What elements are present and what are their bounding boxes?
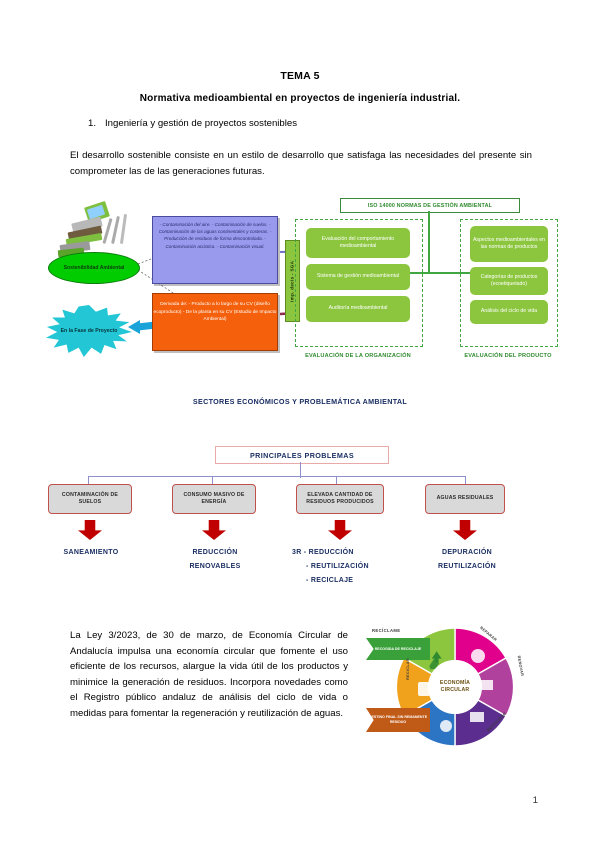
- product-group: [460, 219, 558, 347]
- section-label: Ingeniería y gestión de proyectos sosten…: [105, 118, 298, 129]
- organization-group: [295, 219, 423, 347]
- sectors-title: SECTORES ECONÓMICOS Y PROBLEMÁTICA AMBIE…: [192, 397, 408, 406]
- solution-group-2: 3R - REDUCCIÓN - REUTILIZACIÓN - RECICLA…: [292, 546, 402, 588]
- page-subtitle: Normativa medioambiental en proyectos de…: [139, 93, 461, 104]
- problem-box-0: CONTAMINACIÓN DE SUELOS: [48, 484, 132, 514]
- problem-box-1: CONSUMO MASIVO DE ENERGÍA: [172, 484, 256, 514]
- problem-box-2: ELEVADA CANTIDAD DE RESIDUOS PRODUCIDOS: [296, 484, 384, 514]
- solution-group-0: SANEAMIENTO: [46, 546, 136, 560]
- impacts-box: - Contaminación del aire. - Contaminació…: [152, 216, 278, 284]
- iso-branch-line: [370, 272, 488, 274]
- hub-label: ECONOMÍA CIRCULAR: [439, 680, 471, 693]
- iso14000-diagram: Sostenibilidad Ambiental En la Fase de P…: [40, 192, 560, 392]
- problem-box-3: AGUAS RESIDUALES: [425, 484, 505, 514]
- org-item-0: Evaluación del comportamiento medioambie…: [306, 228, 410, 258]
- solution-3-1: REUTILIZACIÓN: [438, 563, 496, 570]
- banner-destino: DESTINO FINAL SIN REMANENTE RESIDUO: [366, 708, 430, 732]
- solution-2-1: - REUTILIZACIÓN: [306, 563, 369, 570]
- down-arrow-1: [202, 520, 226, 540]
- law-paragraph: La Ley 3/2023, de 30 de marzo, de Econom…: [70, 630, 348, 719]
- circular-economy-infographic: RECÍCLAME: [366, 616, 542, 756]
- product-caption: EVALUACIÓN DEL PRODUCTO: [464, 353, 552, 359]
- solution-3-0: DEPURACIÓN: [441, 549, 493, 556]
- solution-1-1: RENOVABLES: [189, 563, 241, 570]
- sustainability-ellipse: Sostenibilidad Ambiental: [48, 252, 140, 284]
- origin-box: Derivada de: - Producto a lo largo de su…: [152, 293, 278, 351]
- iso-stem-line: [428, 211, 430, 273]
- solution-1-0: REDUCCIÓN: [192, 549, 238, 556]
- solution-group-1: REDUCCIÓN RENOVABLES: [170, 546, 260, 574]
- solution-0-0: SANEAMIENTO: [63, 549, 119, 556]
- org-item-1: Sistema de gestión medioambiental: [306, 264, 410, 290]
- page-title: TEMA 5: [280, 70, 320, 82]
- reciclame-label: RECÍCLAME: [372, 628, 401, 633]
- wheel-hub: ECONOMÍA CIRCULAR: [428, 660, 482, 714]
- tree-drop-3: [465, 476, 467, 485]
- tree-horizontal: [88, 476, 466, 478]
- intro-paragraph: El desarrollo sostenible consiste en un …: [70, 150, 532, 177]
- page-number: 1: [532, 795, 538, 806]
- wheel-label-1: RENOVAR: [516, 655, 525, 677]
- solution-group-3: DEPURACIÓN REUTILIZACIÓN: [422, 546, 512, 574]
- down-arrow-2: [328, 520, 352, 540]
- tree-drop-2: [336, 476, 338, 485]
- org-item-2: Auditoría medioambiental: [306, 296, 410, 322]
- product-item-2: Análisis del ciclo de vida: [470, 300, 548, 324]
- section-number: 1.: [88, 118, 97, 129]
- tree-drop-1: [212, 476, 214, 485]
- tree-drop-0: [88, 476, 90, 485]
- organization-caption: EVALUACIÓN DE LA ORGANIZACIÓN: [305, 353, 411, 359]
- section-heading: 1. Ingeniería y gestión de proyectos sost…: [88, 118, 297, 129]
- banner-recogida: RECOGIDA DE RECICLAJE: [366, 638, 430, 660]
- tree-stem: [300, 462, 302, 478]
- problems-diagram: SECTORES ECONÓMICOS Y PROBLEMÁTICA AMBIE…: [40, 396, 560, 606]
- down-arrow-0: [78, 520, 102, 540]
- solution-2-2: - RECICLAJE: [306, 577, 354, 584]
- down-arrow-3: [453, 520, 477, 540]
- product-item-1: Categorías de productos (ecoetiquetado): [470, 267, 548, 295]
- solution-2-0: 3R - REDUCCIÓN: [292, 549, 354, 556]
- iso-standard-header: ISO 14000 NORMAS DE GESTIÓN AMBIENTAL: [340, 198, 520, 213]
- main-problems-node: PRINCIPALES PROBLEMAS: [215, 446, 389, 464]
- wheel-label-reciclar: RECICLAR: [406, 657, 410, 680]
- product-item-0: Aspectos medioambientales en las normas …: [470, 226, 548, 262]
